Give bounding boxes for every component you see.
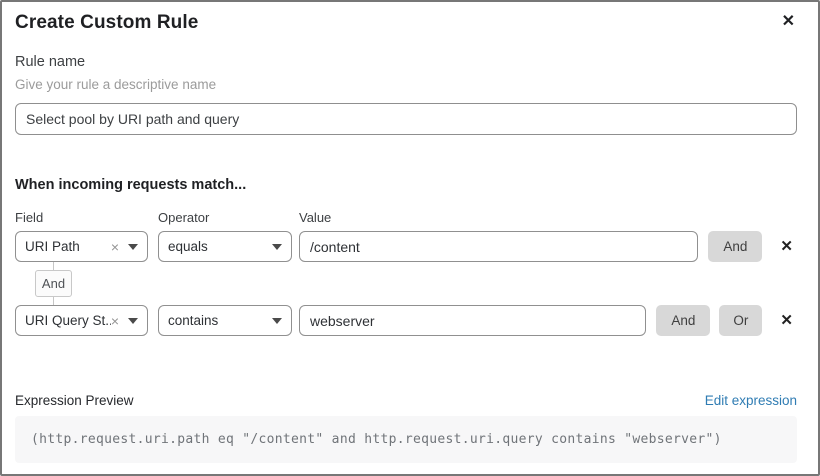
operator-select-1[interactable]: equals: [158, 231, 292, 262]
value-column-label: Value: [299, 210, 332, 225]
close-icon[interactable]: ✕: [780, 11, 797, 33]
connector: And: [35, 262, 72, 305]
chevron-down-icon: [272, 317, 282, 324]
clear-icon[interactable]: ×: [110, 238, 119, 255]
rule-name-section: Rule name Give your rule a descriptive n…: [15, 54, 797, 135]
dialog-title: Create Custom Rule: [15, 12, 199, 33]
remove-condition-icon[interactable]: ✕: [780, 238, 793, 255]
connector-line: [53, 262, 54, 270]
remove-condition-icon[interactable]: ✕: [780, 312, 793, 329]
field-select-2[interactable]: URI Query St... ×: [15, 305, 148, 336]
field-column-label: Field: [15, 210, 44, 225]
connector-and-chip: And: [35, 270, 72, 297]
and-button-2[interactable]: And: [656, 305, 711, 336]
field-select-2-value: URI Query St...: [25, 313, 111, 328]
rule-name-hint: Give your rule a descriptive name: [15, 77, 217, 92]
chevron-down-icon: [128, 243, 138, 250]
match-heading: When incoming requests match...: [15, 177, 247, 193]
field-select-1[interactable]: URI Path ×: [15, 231, 148, 262]
expression-preview-code: (http.request.uri.path eq "/content" and…: [15, 416, 797, 463]
clear-icon[interactable]: ×: [110, 312, 119, 329]
dialog-header: Create Custom Rule ✕: [15, 10, 797, 35]
field-select-1-value: URI Path: [25, 239, 80, 254]
chevron-down-icon: [128, 317, 138, 324]
edit-expression-link[interactable]: Edit expression: [704, 393, 797, 408]
condition-row-2: URI Query St... × contains And Or ✕: [15, 305, 797, 336]
connector-line: [53, 297, 54, 305]
value-input-1[interactable]: [299, 231, 699, 262]
and-button-1[interactable]: And: [708, 231, 763, 262]
match-section: When incoming requests match... Field Op…: [15, 177, 797, 336]
chevron-down-icon: [272, 243, 282, 250]
operator-column-label: Operator: [158, 210, 210, 225]
operator-select-1-value: equals: [168, 239, 208, 254]
expression-preview-label: Expression Preview: [15, 393, 134, 408]
rule-name-label: Rule name: [15, 54, 86, 70]
or-button-2[interactable]: Or: [719, 305, 763, 336]
operator-select-2-value: contains: [168, 313, 219, 328]
rule-name-input[interactable]: [15, 103, 797, 135]
value-input-2[interactable]: [299, 305, 647, 336]
column-labels: Field Operator Value: [15, 210, 797, 225]
expression-preview-section: Expression Preview Edit expression (http…: [15, 393, 797, 463]
condition-row-1: URI Path × equals And ✕: [15, 231, 797, 262]
operator-select-2[interactable]: contains: [158, 305, 292, 336]
